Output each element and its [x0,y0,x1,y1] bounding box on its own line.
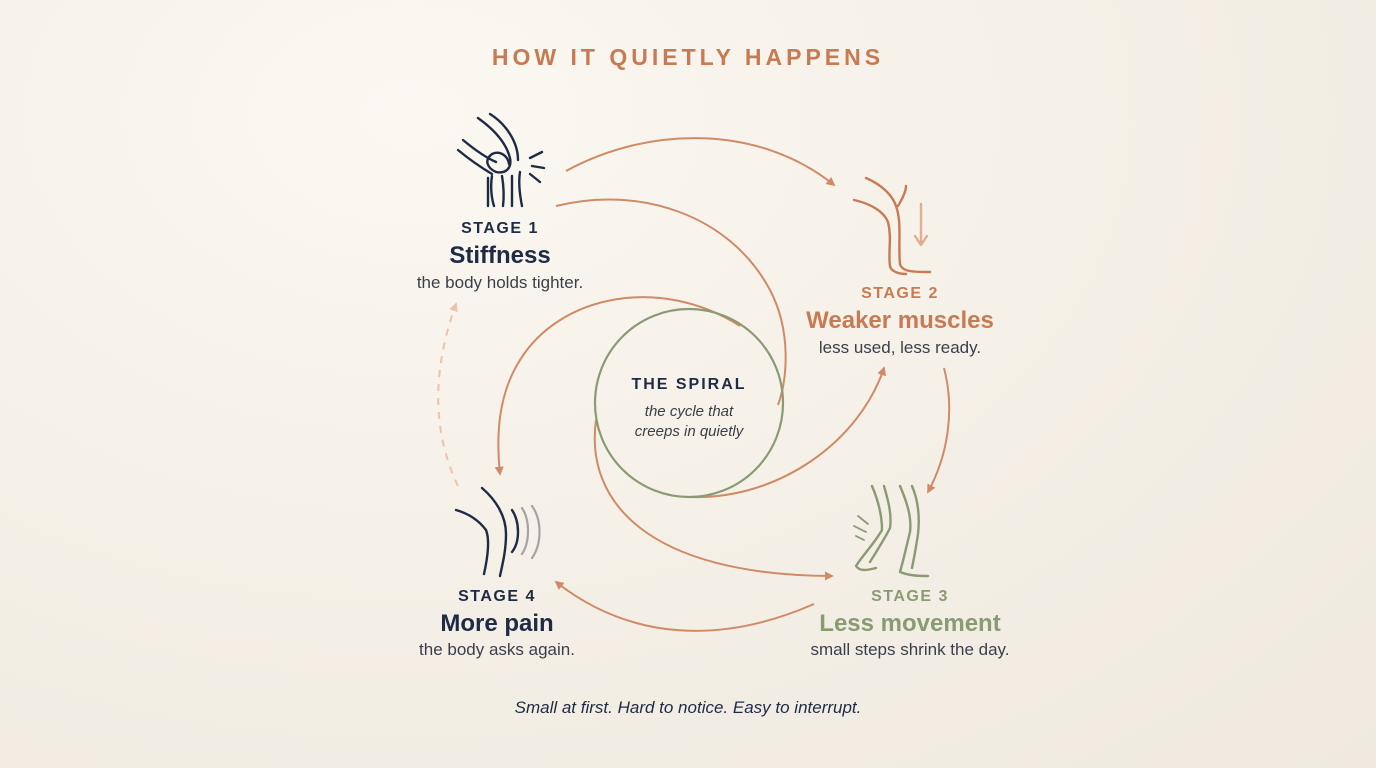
stage3-name: Less movement [819,610,1001,637]
spiral-arrow-to-stage3 [593,419,834,581]
stage4-label: STAGE 4 [458,588,536,605]
center-description-line2: creeps in quietly [634,423,744,440]
arrow-stage2-to-stage3 [927,367,951,494]
footer-caption: Small at first. Hard to notice. Easy to … [514,698,862,717]
knee-joint-icon [456,112,546,208]
arrow-stage1-to-stage2 [565,137,836,187]
arrow-stage3-to-stage4 [554,580,815,632]
stage4-description: the body asks again. [419,640,575,659]
painful-knee-icon [454,486,541,578]
walking-legs-icon [853,484,930,578]
center-label: THE SPIRAL [631,376,747,393]
arrow-stage4-to-stage1-dashed [437,302,459,487]
stage1-name: Stiffness [449,242,551,269]
stage4-name: More pain [440,610,554,637]
spiral-arrow-to-stage4 [494,296,741,476]
spiral-arrow-from-stage1 [555,198,787,406]
stage1-description: the body holds tighter. [416,273,584,292]
stage2-label: STAGE 2 [861,285,939,302]
page-title: HOW IT QUIETLY HAPPENS [491,44,885,70]
stage3-description: small steps shrink the day. [810,640,1010,659]
center-description-line1: the cycle that [644,403,734,420]
center-circle [593,307,785,499]
stage3-label: STAGE 3 [871,588,949,605]
stage2-description: less used, less ready. [818,338,982,357]
stage1-label: STAGE 1 [461,220,539,237]
spiral-arrow-to-stage2 [689,366,886,499]
stage2-name: Weaker muscles [806,307,994,334]
leg-icon [852,176,932,276]
